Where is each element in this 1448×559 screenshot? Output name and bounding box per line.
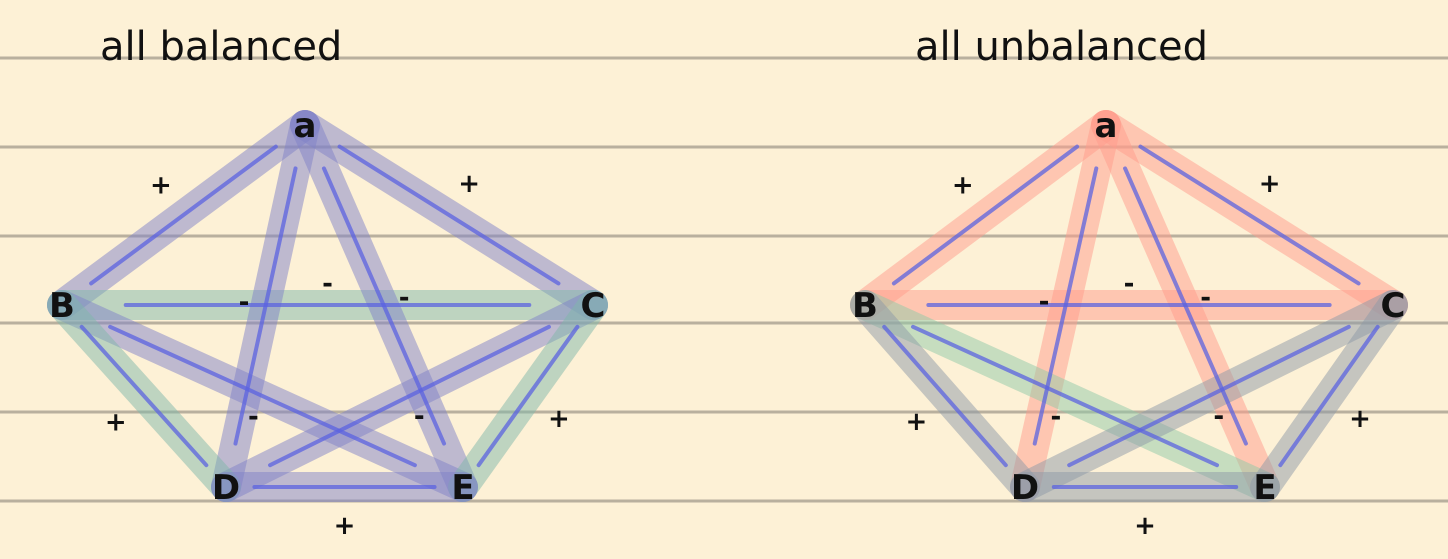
edge-sign-b-d: + [105,407,127,437]
balanced-panel: all balanced + + - - - - - + + + aB C D E [47,24,608,541]
edge-a-c [337,144,561,286]
edge-sign-c-e: + [1349,404,1371,434]
edge-sign-a-e: - [399,283,410,313]
edge-sign-a-b: + [150,170,172,200]
edge-a-e [1123,166,1248,446]
balanced-edge-layer [79,144,580,489]
edge-sign-a-d: - [239,287,250,317]
node-label-e: E [451,468,474,508]
balanced-sign-layer: + + - - - - - + + + [105,169,570,541]
edge-a-c [1138,144,1361,286]
edge-sign-b-c: - [1124,269,1135,299]
edge-a-e [321,166,447,446]
node-label-a: a [294,106,317,146]
edge-a-b [89,144,278,286]
edge-c-d [268,324,551,468]
edge-sign-b-d: + [906,407,928,437]
edge-sign-d-e: + [334,511,356,541]
node-label-d: D [1011,468,1039,508]
unbalanced-panel: all unbalanced + + - - - - - + + + aB C D E [850,24,1408,541]
panel-title-balanced: all balanced [100,24,342,70]
edge-sign-b-e: - [248,402,259,432]
node-label-c: C [1381,286,1406,326]
edge-b-e [911,324,1219,468]
edge-sign-a-c: + [458,169,480,199]
edge-sign-a-b: + [952,171,974,201]
edge-sign-a-c: + [1259,169,1281,199]
edge-sign-b-c: - [322,269,333,299]
node-label-c: C [581,286,606,326]
edge-c-e [476,324,580,468]
node-label-d: D [212,468,240,508]
edge-sign-c-e: + [548,404,570,434]
balanced-node-layer: aB C D E [49,106,605,508]
edge-a-d [233,166,298,446]
edge-c-e [1278,324,1380,468]
node-label-a: a [1095,106,1118,146]
edge-b-d [882,324,1008,468]
edge-sign-c-d: - [414,402,425,432]
edge-b-d [79,324,209,468]
edge-a-d [1032,166,1099,446]
panel-title-unbalanced: all unbalanced [915,24,1208,70]
node-label-b: B [852,286,878,326]
edge-sign-d-e: + [1134,511,1156,541]
edge-c-d [1067,324,1351,468]
unbalanced-edge-layer [882,144,1380,489]
unbalanced-node-layer: aB C D E [852,106,1405,508]
edge-sign-a-d: - [1039,287,1050,317]
node-label-e: E [1253,468,1276,508]
edge-a-b [891,144,1080,286]
unbalanced-sign-layer: + + - - - - - + + + [906,169,1371,541]
edge-b-e [108,324,417,468]
node-label-b: B [49,286,75,326]
edge-sign-a-e: - [1200,283,1211,313]
edge-sign-c-d: - [1213,402,1224,432]
edge-sign-b-e: - [1050,402,1061,432]
